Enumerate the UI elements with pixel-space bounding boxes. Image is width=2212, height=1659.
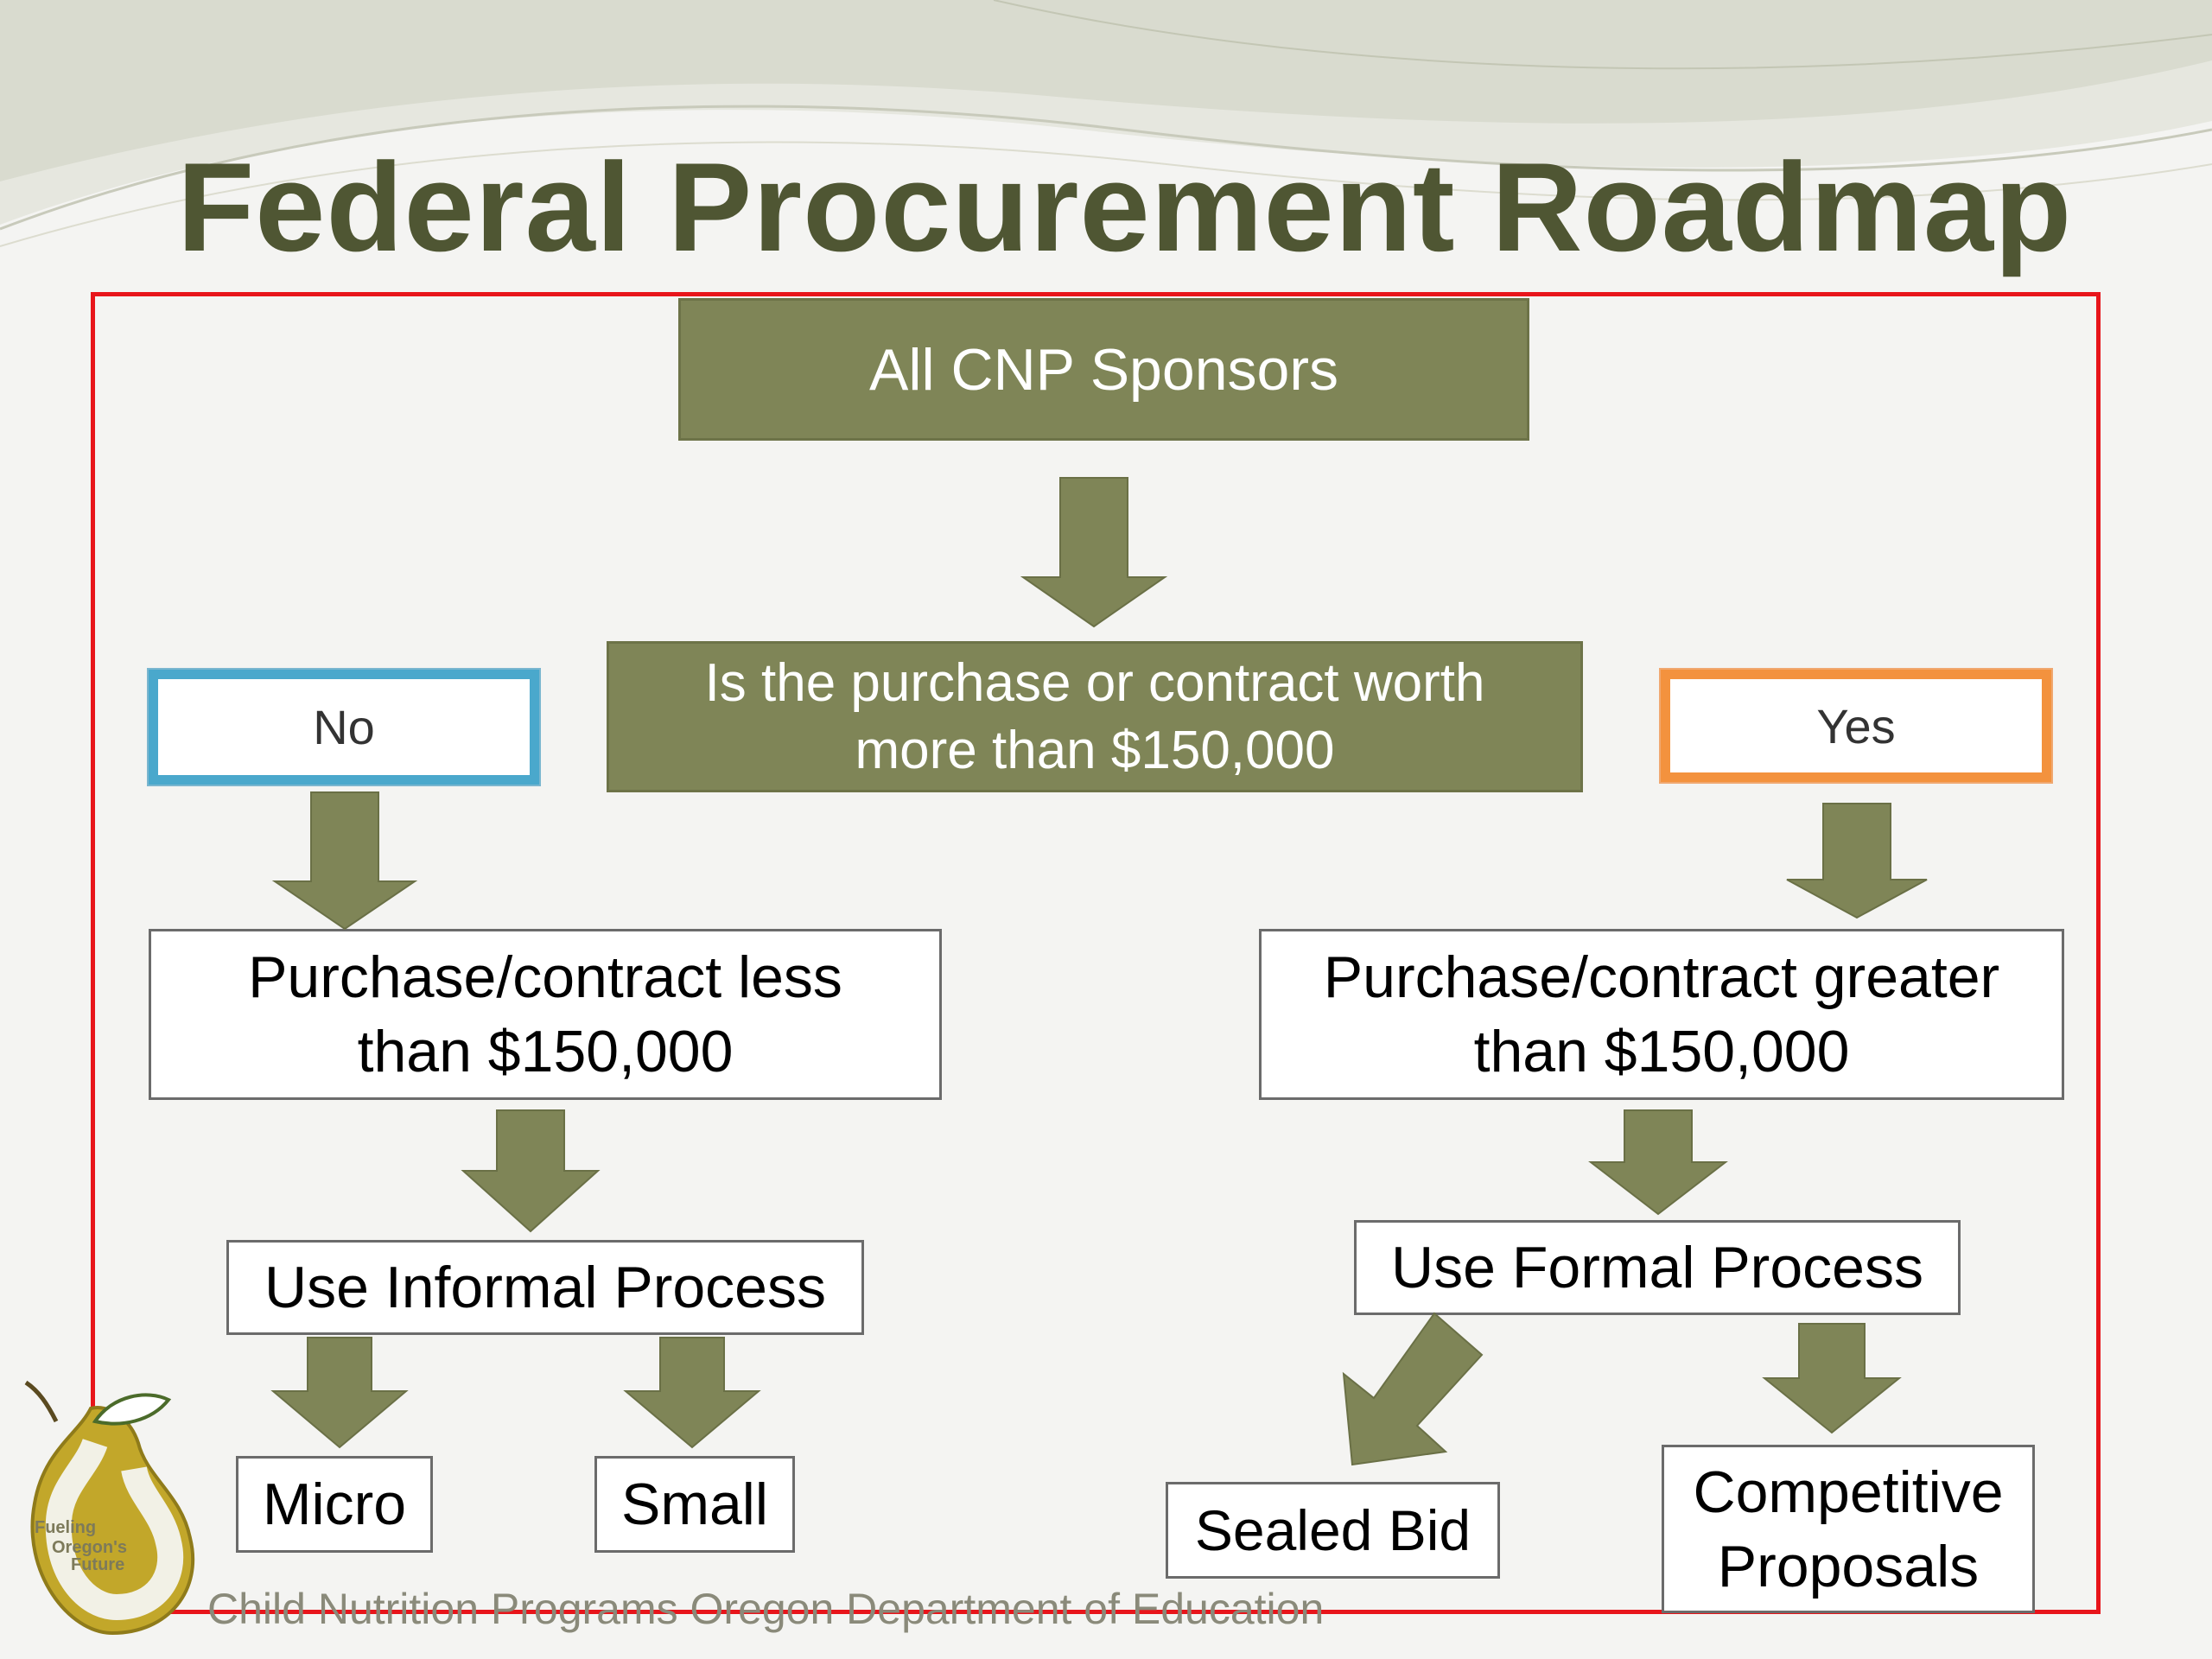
node-question: Is the purchase or contract worth more t… [607,641,1583,792]
node-greater-than: Purchase/contract greater than $150,000 [1259,929,2064,1100]
node-no: No [147,668,541,786]
node-all-cnp-sponsors: All CNP Sponsors [678,298,1529,441]
highlight-frame [91,292,2101,1614]
pear-logo-icon [24,1380,195,1636]
node-formal-process: Use Formal Process [1354,1220,1961,1315]
node-less-than: Purchase/contract less than $150,000 [149,929,942,1100]
node-micro: Micro [236,1456,433,1553]
logo-text-3: Future [71,1555,125,1574]
logo-text-2: Oregon's [52,1538,127,1557]
node-small: Small [594,1456,795,1553]
footer-text: Child Nutrition Programs Oregon Departme… [207,1585,1325,1633]
node-yes: Yes [1659,668,2053,784]
node-informal-process: Use Informal Process [226,1240,864,1335]
node-competitive-proposals: Competitive Proposals [1662,1445,2035,1613]
page-title: Federal Procurement Roadmap [177,137,2073,277]
logo-text-1: Fueling [35,1518,97,1537]
node-sealed-bid: Sealed Bid [1166,1482,1500,1579]
